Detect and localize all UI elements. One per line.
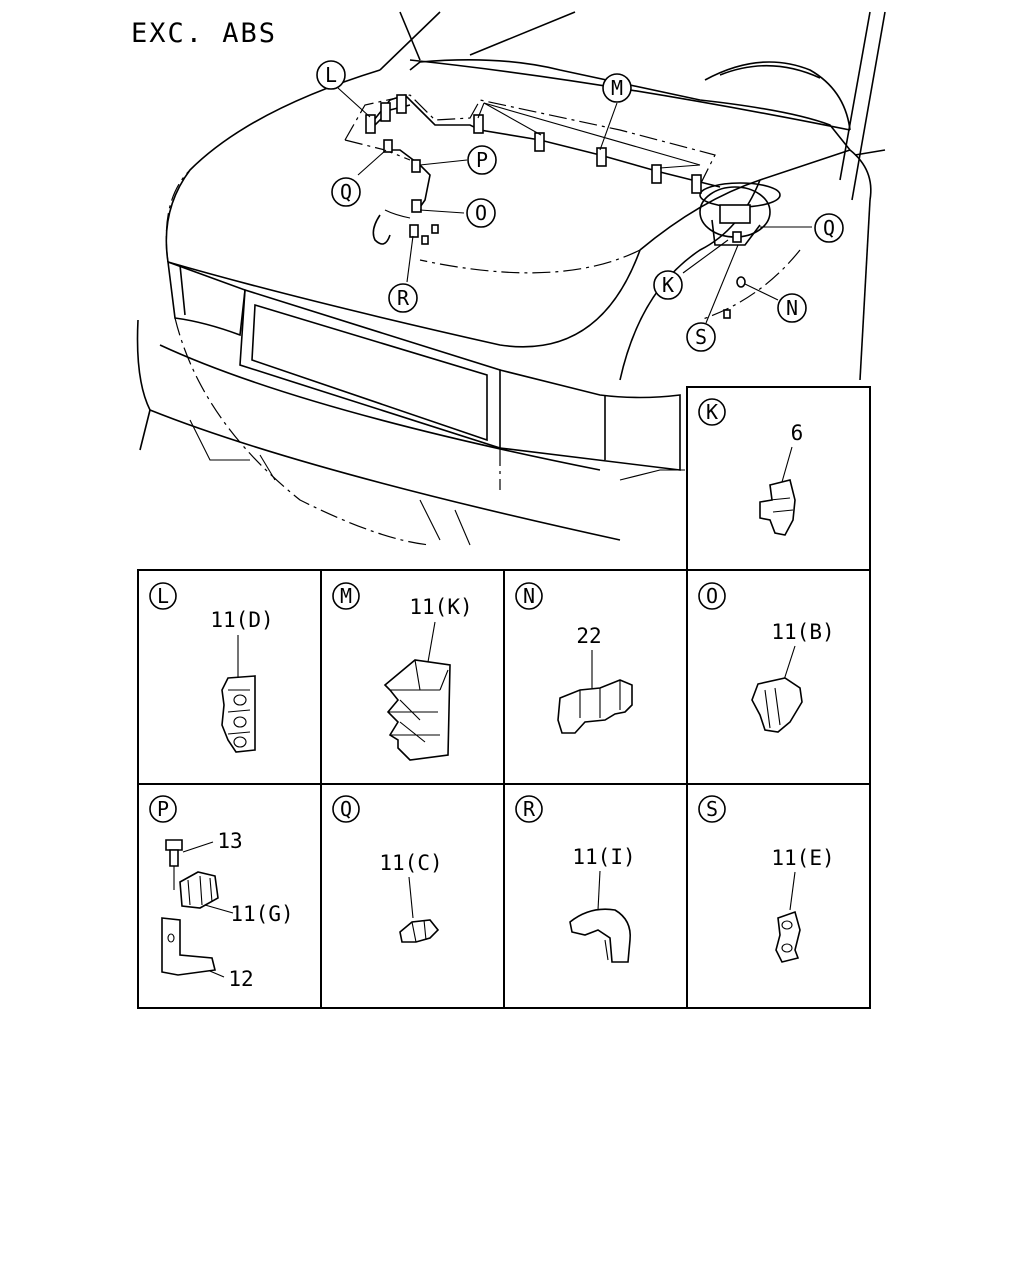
callout-M: M (602, 73, 632, 103)
svg-text:K: K (662, 273, 674, 297)
vehicle-front-drawing (136, 11, 886, 546)
callout-L: L (316, 60, 346, 90)
callout-R: R (388, 283, 418, 313)
panel-R: R 11(I) (515, 795, 636, 963)
svg-text:R: R (523, 797, 536, 821)
svg-text:K: K (706, 400, 718, 424)
leader-lines (337, 87, 812, 324)
callout-Q-right: Q (814, 213, 844, 243)
svg-text:L: L (325, 63, 337, 87)
diagram-title: EXC. ABS (131, 18, 278, 49)
svg-text:6: 6 (791, 421, 804, 445)
panel-N: N 22 (515, 582, 633, 734)
svg-text:R: R (397, 286, 410, 310)
callout-O: O (466, 198, 496, 228)
svg-text:M: M (340, 584, 352, 608)
svg-text:O: O (475, 201, 487, 225)
svg-text:P: P (157, 797, 169, 821)
callout-P: P (467, 145, 497, 175)
detail-panel-grid (137, 386, 871, 1009)
svg-text:11(G): 11(G) (230, 902, 293, 926)
svg-text:12: 12 (228, 967, 253, 991)
svg-text:Q: Q (340, 180, 352, 204)
svg-text:11(B): 11(B) (771, 620, 834, 644)
callout-S: S (686, 322, 716, 352)
svg-text:11(E): 11(E) (771, 846, 834, 870)
svg-text:S: S (706, 797, 718, 821)
panel-S: S 11(E) (698, 795, 835, 963)
svg-text:Q: Q (823, 216, 835, 240)
panel-K: K 6 (698, 398, 804, 536)
svg-text:L: L (157, 584, 169, 608)
panel-O: O 11(B) (698, 582, 835, 733)
panel-M: M 11(K) (332, 582, 473, 761)
svg-text:N: N (786, 296, 798, 320)
svg-text:P: P (476, 148, 488, 172)
svg-text:O: O (706, 584, 718, 608)
svg-text:22: 22 (576, 624, 601, 648)
svg-text:13: 13 (217, 829, 242, 853)
panel-P: P 13 11(G) 12 (149, 795, 294, 991)
harness-clips (365, 94, 746, 319)
callout-K: K (653, 270, 683, 300)
svg-text:Q: Q (340, 797, 352, 821)
panel-Q: Q 11(C) (332, 795, 443, 943)
svg-text:M: M (611, 76, 623, 100)
svg-text:11(C): 11(C) (379, 851, 442, 875)
callout-Q-left: Q (331, 177, 361, 207)
svg-text:11(D): 11(D) (210, 608, 273, 632)
panel-L: L 11(D) (149, 582, 274, 753)
svg-text:11(I): 11(I) (572, 845, 635, 869)
overview-callouts: L M N O P Q Q K R S (316, 60, 844, 352)
callout-N: N (777, 293, 807, 323)
svg-text:S: S (695, 325, 707, 349)
svg-text:N: N (523, 584, 535, 608)
svg-text:11(K): 11(K) (409, 595, 472, 619)
